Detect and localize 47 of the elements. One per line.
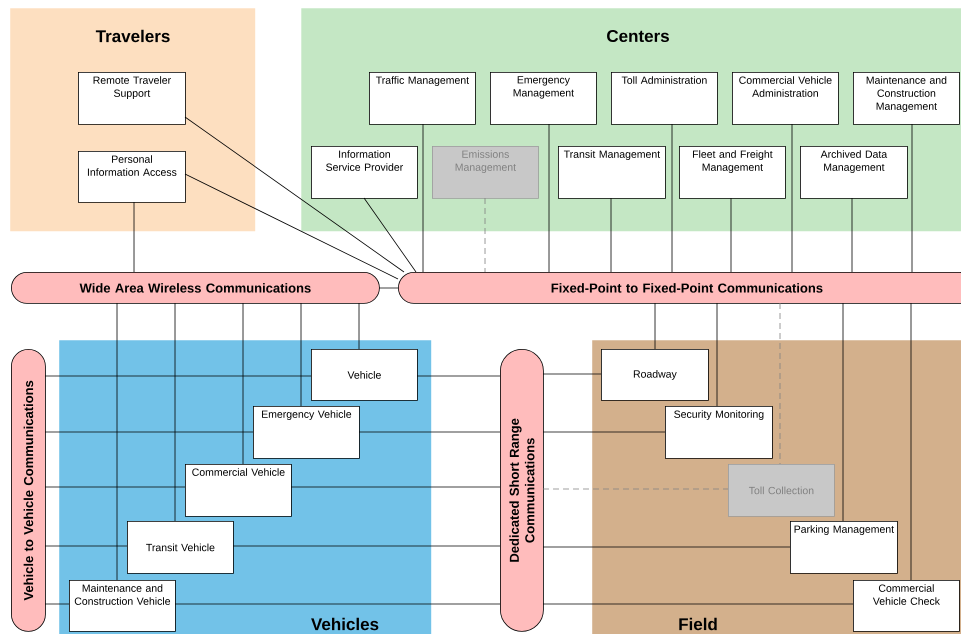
entity-box: Parking Management xyxy=(790,521,898,574)
connector-line xyxy=(910,302,912,580)
connector-line xyxy=(116,302,118,580)
connector-line xyxy=(358,302,360,350)
connector-line xyxy=(300,302,302,406)
connector-line xyxy=(364,198,416,272)
connector-line xyxy=(548,124,550,272)
communication-bar: Wide Area Wireless Communications xyxy=(11,272,380,304)
entity-box: Commercial Vehicle Check xyxy=(853,580,960,632)
entity-box: Maintenance and Construction Management xyxy=(853,72,960,125)
communication-bar: Dedicated Short Range Communications xyxy=(500,349,544,632)
entity-box: Emergency Management xyxy=(490,72,597,125)
entity-box: Remote Traveler Support xyxy=(78,72,186,125)
entity-box: Vehicle xyxy=(311,349,418,401)
connector-line xyxy=(542,546,790,548)
connector-line xyxy=(184,174,398,280)
entity-box: Emergency Vehicle xyxy=(253,406,360,459)
connector-line xyxy=(842,302,844,522)
entity-box: Information Service Provider xyxy=(311,146,418,199)
entity-box: Security Monitoring xyxy=(665,406,773,459)
entity-box: Transit Vehicle xyxy=(127,521,234,574)
connector-line xyxy=(242,302,244,464)
entity-box: Maintenance and Construction Vehicle xyxy=(69,580,176,632)
connector-line xyxy=(484,198,486,272)
connector-line xyxy=(44,486,186,488)
connector-line xyxy=(174,302,176,522)
entity-box: Traffic Management xyxy=(369,72,476,125)
entity-box: Archived Data Management xyxy=(800,146,908,199)
connector-line xyxy=(290,486,500,488)
entity-box: Personal Information Access xyxy=(78,151,186,203)
connector-line xyxy=(184,116,404,272)
entity-box: Commercial Vehicle Administration xyxy=(732,72,839,125)
connector-line xyxy=(716,302,718,406)
connector-line xyxy=(730,198,732,272)
connector-line xyxy=(542,488,728,490)
entity-box: Toll Administration xyxy=(611,72,718,125)
entity-box: Toll Collection xyxy=(728,464,835,517)
entity-box: Emissions Management xyxy=(432,146,539,199)
connector-line xyxy=(422,124,424,272)
entity-box: Roadway xyxy=(601,349,709,401)
connector-line xyxy=(610,198,612,272)
entity-box: Commercial Vehicle xyxy=(185,464,292,517)
connector-line xyxy=(654,302,656,350)
communication-bar: Fixed-Point to Fixed-Point Communications xyxy=(398,272,961,304)
entity-box: Fleet and Freight Management xyxy=(679,146,786,199)
entity-box: Transit Management xyxy=(558,146,666,199)
communication-bar: Vehicle to Vehicle Communications xyxy=(11,349,46,632)
